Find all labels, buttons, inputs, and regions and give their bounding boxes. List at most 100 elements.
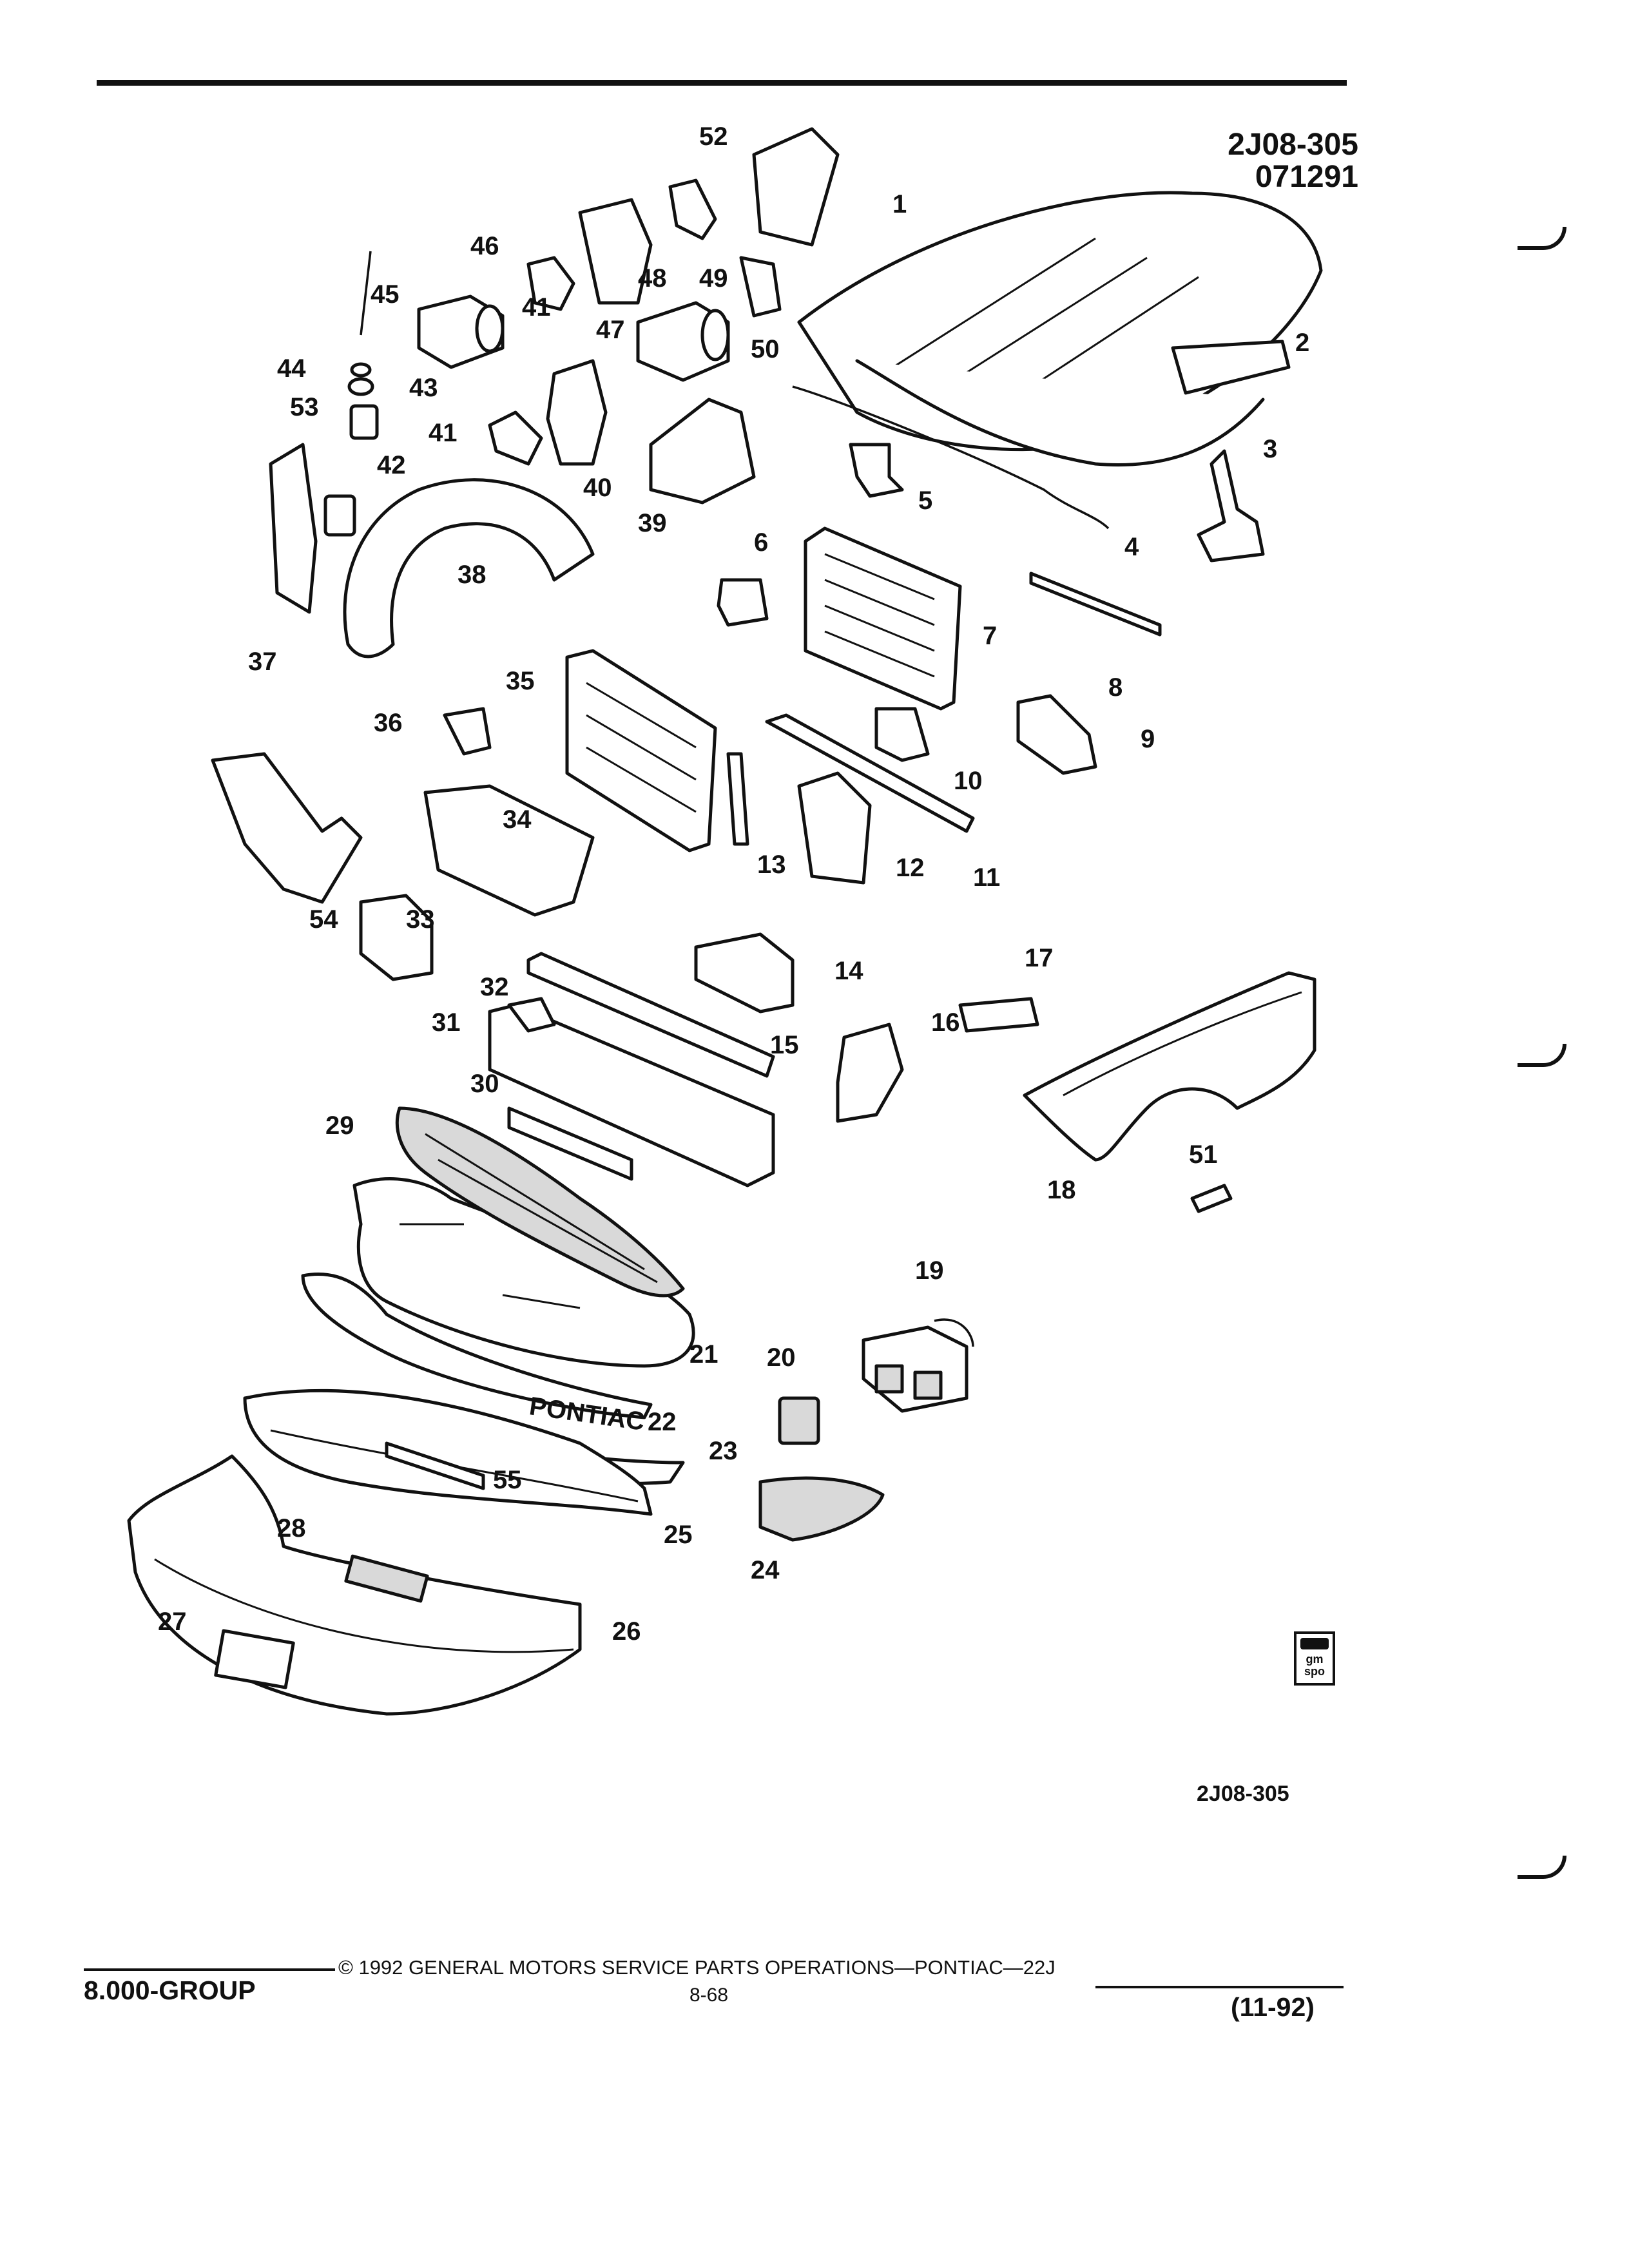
callout-55: 55 <box>493 1466 522 1494</box>
callout-24: 24 <box>751 1556 780 1584</box>
fog-lamp-part <box>344 1554 429 1603</box>
radiator-part <box>565 649 717 852</box>
callout-43: 43 <box>409 374 438 402</box>
hood-release-cable <box>792 385 1110 530</box>
callout-7: 7 <box>983 622 997 650</box>
callout-27: 27 <box>158 1608 187 1636</box>
bottom-illustration-code: 2J08-305 <box>1197 1782 1289 1806</box>
gm-spo-logo-bar <box>1300 1638 1329 1649</box>
bracket-40-part <box>546 359 608 466</box>
footer-rule-right <box>1095 1986 1344 1988</box>
bracket-10-part <box>874 707 930 762</box>
latch-bracket-9-part <box>1016 694 1097 775</box>
callout-16: 16 <box>931 1008 960 1037</box>
compressor-46-part <box>417 294 505 369</box>
callout-5: 5 <box>918 486 932 515</box>
callout-21: 21 <box>689 1340 718 1369</box>
footer-date: (11-92) <box>1231 1992 1315 2022</box>
gm-spo-logo-text: gm spo <box>1304 1653 1325 1678</box>
splash-shield-37-part <box>269 443 318 614</box>
bracket-49-part <box>668 178 717 240</box>
support-rod-part <box>1029 572 1162 637</box>
callout-45: 45 <box>371 280 400 309</box>
callout-33: 33 <box>406 905 435 934</box>
top-rule <box>97 80 1347 86</box>
callout-52: 52 <box>699 122 728 151</box>
callout-11: 11 <box>973 863 1000 892</box>
callout-18: 18 <box>1047 1176 1076 1204</box>
callout-39: 39 <box>638 509 667 537</box>
bracket-14-part <box>694 932 795 1014</box>
license-plate-bracket-part <box>214 1629 295 1689</box>
bracket-50-part <box>739 256 782 318</box>
callout-12: 12 <box>896 854 925 882</box>
callout-labels: 1234567891011121314151617181920212223242… <box>158 122 1309 1646</box>
bracket-47-part <box>578 198 653 305</box>
callout-35: 35 <box>506 667 535 695</box>
reinforcement-30-part <box>507 1106 633 1181</box>
callout-34: 34 <box>503 805 532 834</box>
callout-8: 8 <box>1108 673 1123 702</box>
support-34-part <box>423 784 595 917</box>
callout-17: 17 <box>1025 944 1054 972</box>
illustration-code-block: 2J08-305 071291 <box>1228 129 1358 193</box>
bracket-33-part <box>359 894 434 981</box>
bracket-52-part <box>752 127 840 247</box>
callout-41: 41 <box>522 293 551 322</box>
callout-36: 36 <box>374 709 403 737</box>
fender-part <box>1023 971 1316 1162</box>
callout-30: 30 <box>470 1070 499 1098</box>
illustration-code: 2J08-305 <box>1228 128 1358 162</box>
callout-29: 29 <box>325 1111 354 1140</box>
callout-4: 4 <box>1124 533 1139 561</box>
hood-hinge-part <box>1197 449 1265 562</box>
energy-absorber-part <box>526 952 775 1078</box>
callout-32: 32 <box>480 973 509 1001</box>
side-marker-part <box>1190 1184 1233 1213</box>
callout-31: 31 <box>432 1008 461 1037</box>
callout-49: 49 <box>699 264 728 293</box>
fastener-42-part <box>349 404 379 440</box>
filler-53-part <box>323 494 356 537</box>
callout-53: 53 <box>290 393 319 421</box>
callout-40: 40 <box>583 474 612 502</box>
callout-3: 3 <box>1263 435 1277 463</box>
grille-part <box>395 1106 685 1298</box>
bracket-36-part <box>443 707 492 756</box>
callout-28: 28 <box>277 1514 306 1542</box>
radiator-core-part <box>804 526 962 711</box>
footer-copyright: © 1992 GENERAL MOTORS SERVICE PARTS OPER… <box>338 1956 1055 1979</box>
callout-2: 2 <box>1295 329 1309 357</box>
hood-latch-part <box>849 443 904 498</box>
callout-15: 15 <box>770 1031 799 1059</box>
hood-part <box>797 191 1323 467</box>
callout-25: 25 <box>664 1521 693 1549</box>
fastener-43-part <box>347 377 374 396</box>
compressor-48-part <box>636 301 730 382</box>
bracket-6-part <box>717 578 769 627</box>
callout-50: 50 <box>751 335 780 363</box>
deflector-12-part <box>797 771 872 885</box>
splash-shield-17-part <box>958 997 1039 1033</box>
deflector-54-part <box>211 752 363 904</box>
callout-51: 51 <box>1189 1140 1218 1169</box>
hood-seal-part <box>1171 340 1291 395</box>
callout-44: 44 <box>277 354 306 383</box>
gm-spo-logo: gm spo <box>1294 1631 1335 1686</box>
bracket-41-part <box>488 410 543 466</box>
fastener-44-part <box>350 362 372 378</box>
callout-13: 13 <box>757 850 786 879</box>
date-code: 071291 <box>1255 160 1358 194</box>
upper-fascia-part <box>352 1177 695 1368</box>
callout-47: 47 <box>596 316 625 344</box>
callout-42: 42 <box>377 451 406 479</box>
callout-20: 20 <box>767 1343 796 1372</box>
callout-14: 14 <box>834 957 863 985</box>
footer-rule-left <box>84 1968 335 1971</box>
valance-55-part <box>385 1441 485 1490</box>
tie-bar-part <box>765 713 975 833</box>
mounting-bracket-39-part <box>649 398 756 505</box>
callout-37: 37 <box>248 648 277 676</box>
